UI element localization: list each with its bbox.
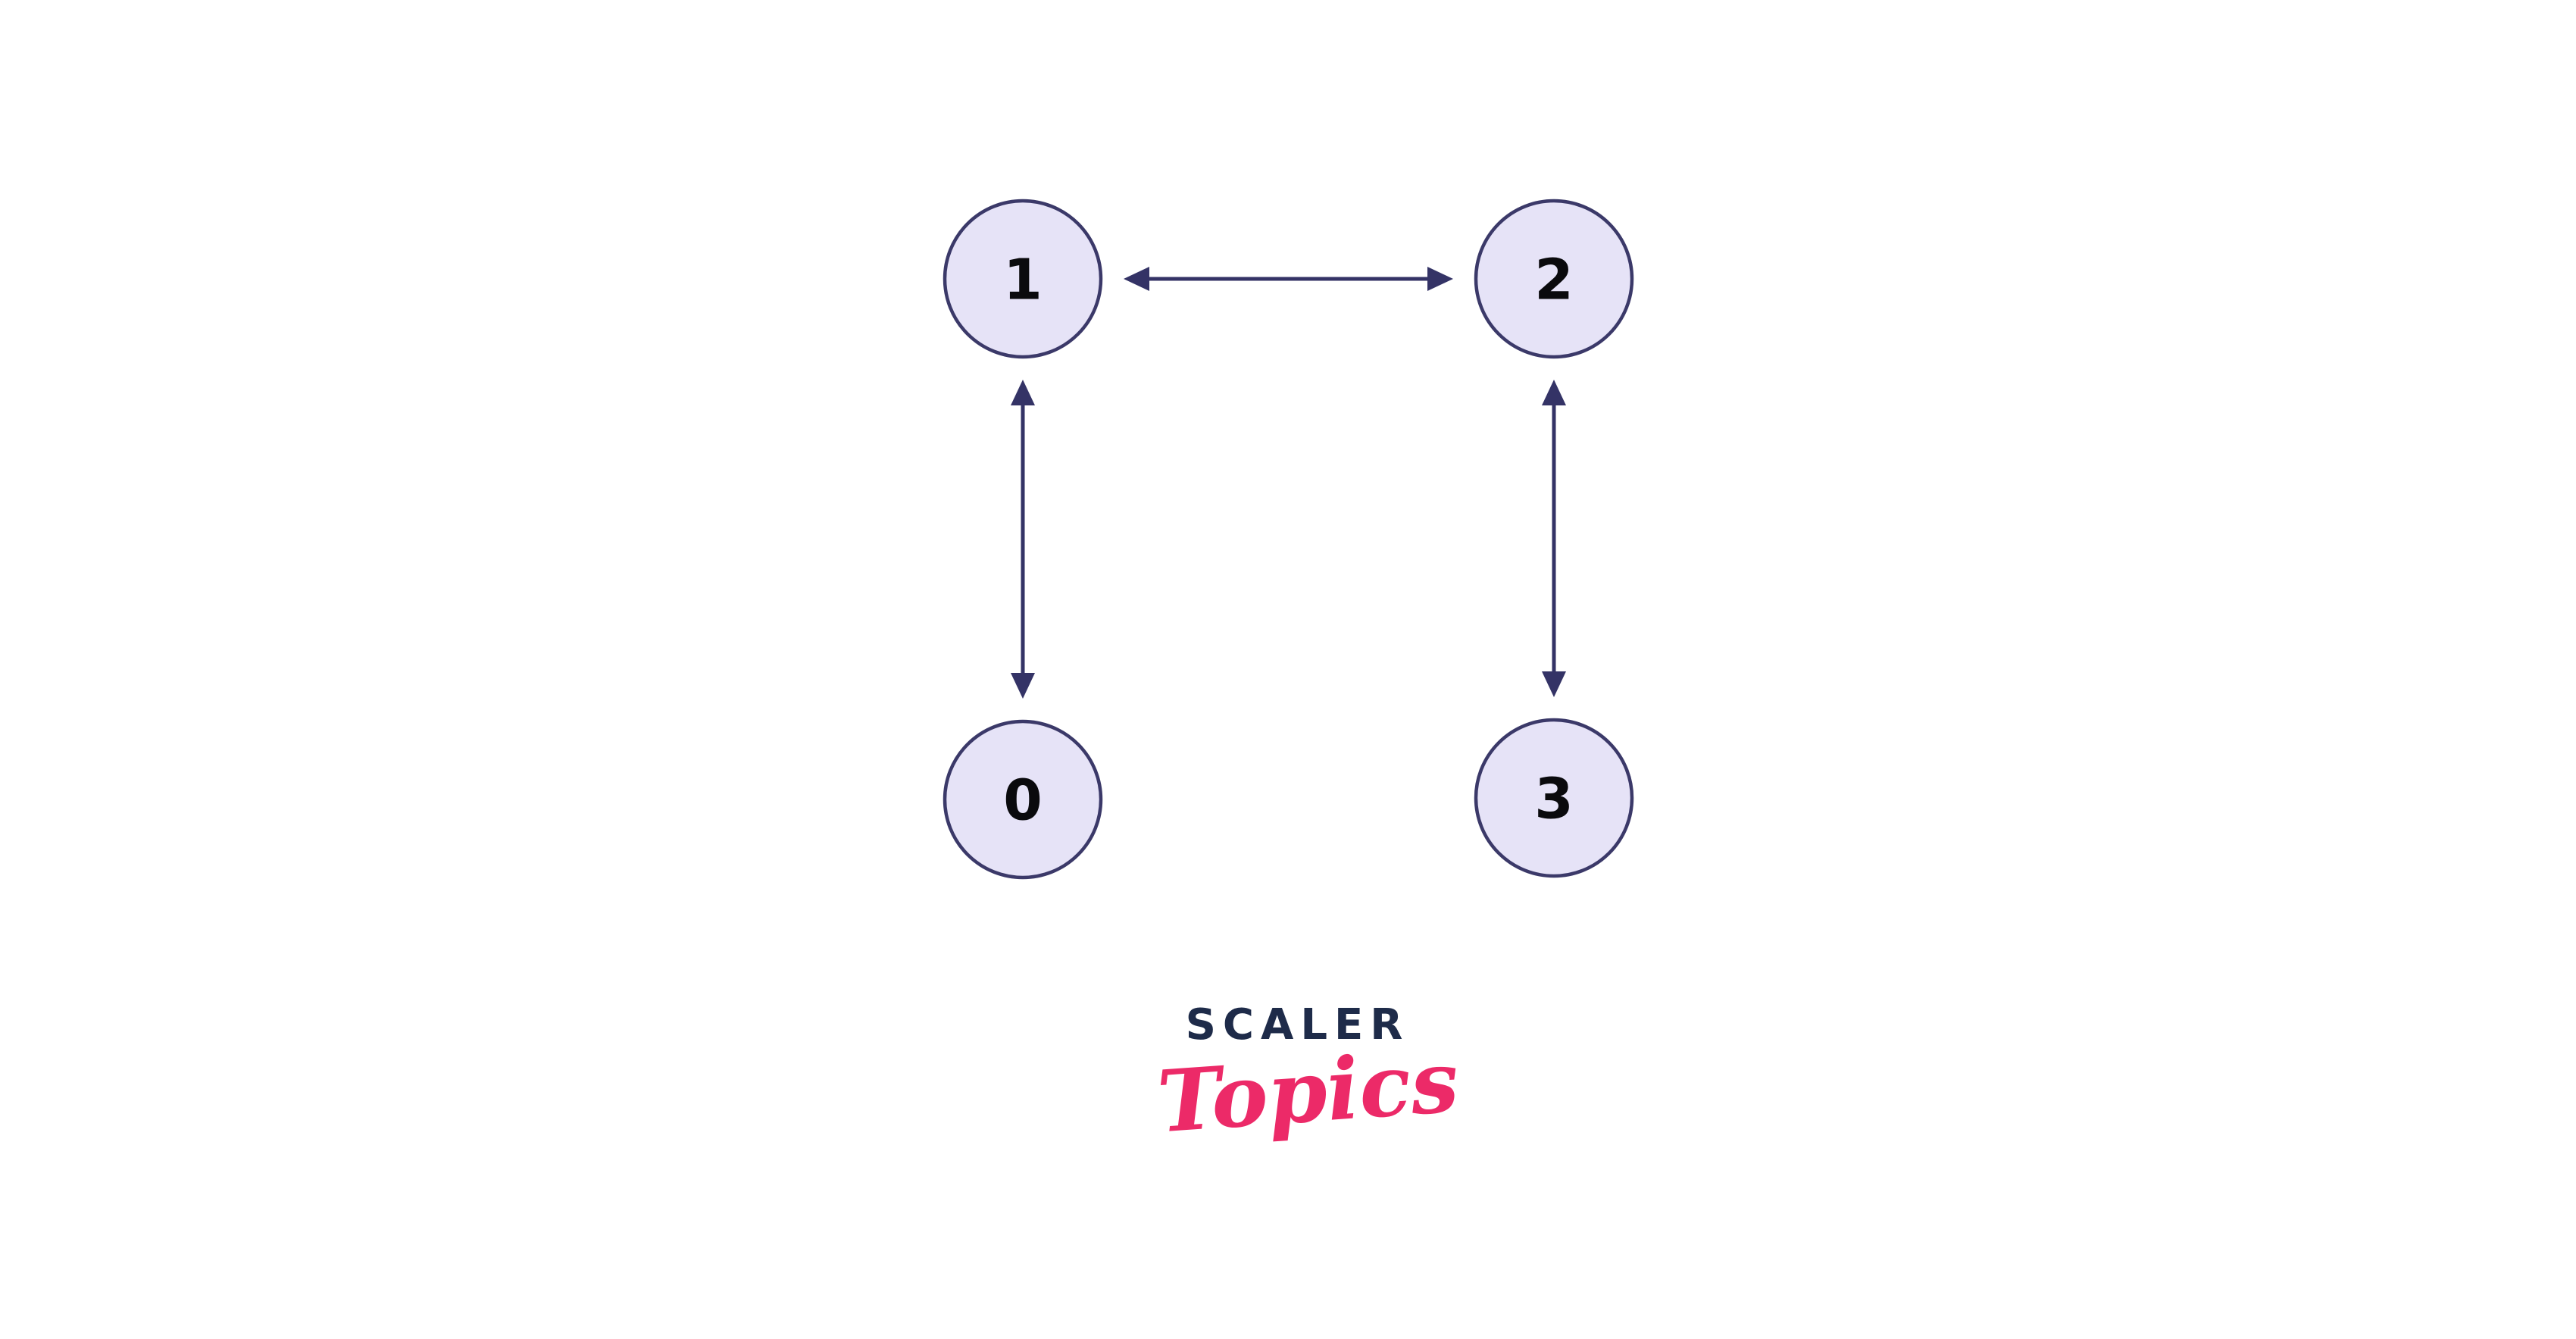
logo-product-text: Topics [1154,1031,1462,1153]
logo-brand-text: SCALER [1185,1000,1410,1050]
graph-edge-2-3 [1542,380,1566,697]
arrowhead-icon [1542,671,1566,697]
graph-node-1: 1 [943,199,1103,359]
graph-node-3: 3 [1474,718,1634,878]
node-circle [943,719,1103,880]
graph-edge-1-2 [1124,267,1453,291]
scaler-topics-logo: SCALER Topics [1155,1000,1462,1152]
graph-node-0: 0 [943,719,1103,880]
node-circle [943,199,1103,359]
node-label: 3 [1534,767,1574,832]
arrowhead-icon [1011,673,1035,699]
arrowhead-icon [1427,267,1453,291]
node-label: 0 [1003,768,1043,834]
node-label: 2 [1534,248,1574,313]
graph-node-2: 2 [1474,199,1634,359]
node-circle [1474,718,1634,878]
node-label: 1 [1003,248,1043,313]
arrowhead-icon [1011,380,1035,405]
node-circle [1474,199,1634,359]
graph-edge-1-0 [1011,380,1035,699]
arrowhead-icon [1542,380,1566,405]
arrowhead-icon [1124,267,1149,291]
